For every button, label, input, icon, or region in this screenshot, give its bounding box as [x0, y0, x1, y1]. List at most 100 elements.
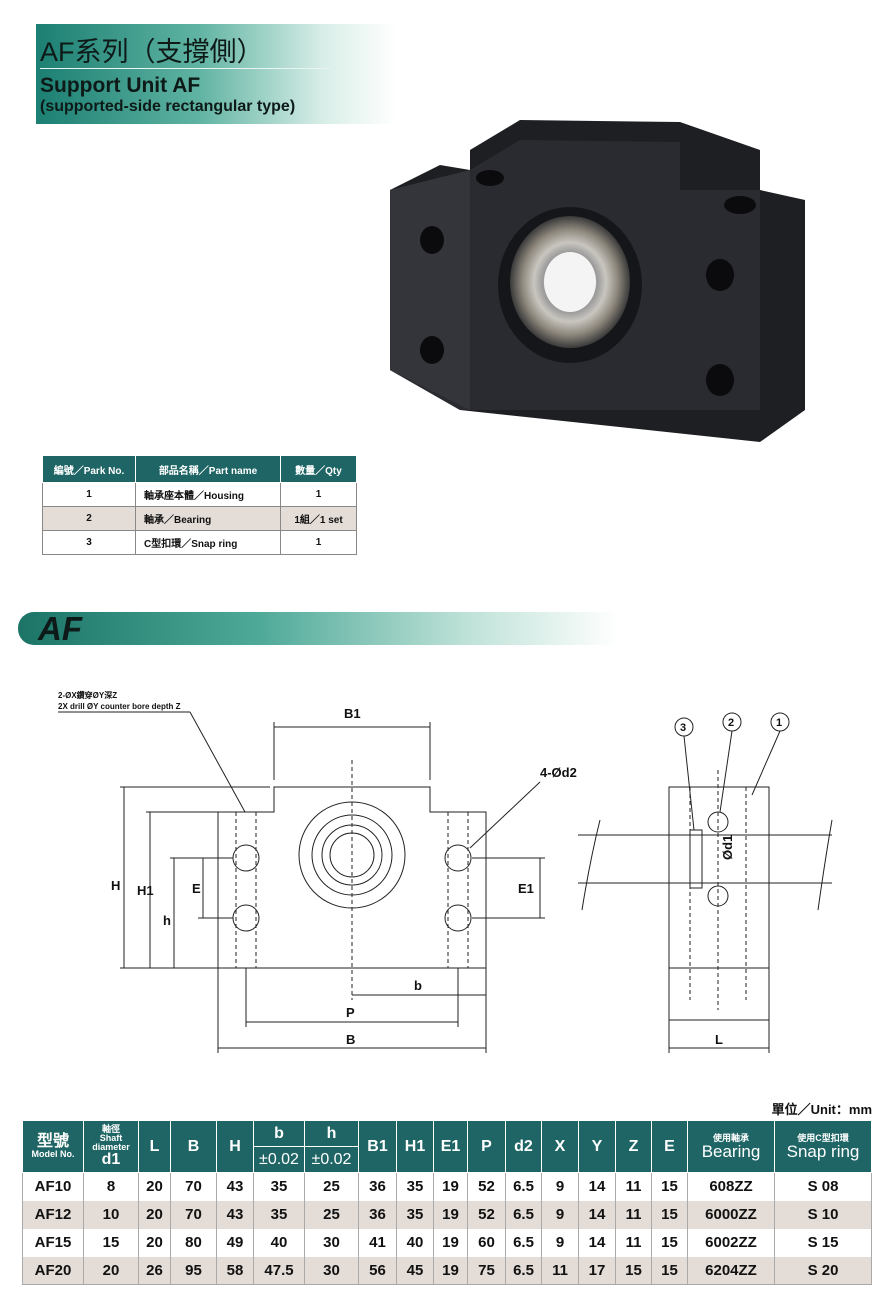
cell: 15 — [651, 1172, 688, 1201]
cell: 608ZZ — [687, 1172, 775, 1201]
cell: 25 — [304, 1172, 359, 1201]
col-d2: d2 — [505, 1120, 542, 1173]
cell: 9 — [541, 1172, 579, 1201]
dim-B: B — [346, 1032, 355, 1047]
col-H: H — [216, 1120, 254, 1173]
cell: 52 — [467, 1200, 506, 1229]
cell: 6.5 — [505, 1172, 542, 1201]
callout-3: 3 — [680, 722, 686, 734]
cell: 11 — [615, 1200, 652, 1229]
cell: 軸承座本體／Housing — [135, 482, 281, 507]
cell: 9 — [541, 1228, 579, 1257]
callout-2: 2 — [728, 717, 734, 729]
col-h: h — [304, 1120, 359, 1147]
col-part-no: 編號／Park No. — [42, 455, 136, 483]
cell: S 08 — [774, 1172, 872, 1201]
dim-E: E — [192, 881, 201, 896]
cell: 2 — [42, 506, 136, 531]
cell: 35 — [396, 1200, 434, 1229]
cell: 35 — [396, 1172, 434, 1201]
cell: 30 — [304, 1228, 359, 1257]
dim-h: h — [163, 913, 171, 928]
subtitle: (supported-side rectangular type) — [40, 98, 296, 115]
col-b: b — [253, 1120, 305, 1147]
cell: 70 — [170, 1200, 217, 1229]
cell: 58 — [216, 1256, 254, 1285]
cell: 45 — [396, 1256, 434, 1285]
cell: 15 — [651, 1200, 688, 1229]
cell: 56 — [358, 1256, 397, 1285]
cell: 35 — [253, 1200, 305, 1229]
col-part-name: 部品名稱／Part name — [135, 455, 281, 483]
page-header: AF系列（支撐側） Support Unit AF (supported-sid… — [36, 24, 396, 124]
cell: 20 — [83, 1256, 139, 1285]
cell: 43 — [216, 1172, 254, 1201]
col-E1: E1 — [433, 1120, 468, 1173]
cell: 80 — [170, 1228, 217, 1257]
cell: 6000ZZ — [687, 1200, 775, 1229]
cell: 19 — [433, 1200, 468, 1229]
d1: d1 — [101, 1151, 121, 1168]
cell: 11 — [615, 1228, 652, 1257]
cell: 10 — [83, 1200, 139, 1229]
cell: 14 — [578, 1200, 616, 1229]
col-E: E — [651, 1120, 688, 1173]
cell: 26 — [138, 1256, 171, 1285]
cell: 43 — [216, 1200, 254, 1229]
cell: 25 — [304, 1200, 359, 1229]
d1-en1: Shaft — [99, 1133, 123, 1143]
cell: 95 — [170, 1256, 217, 1285]
cell: S 20 — [774, 1256, 872, 1285]
note-zh: 2-ØX鑽穿ØY深Z — [58, 690, 117, 700]
cell: 軸承／Bearing — [135, 506, 281, 531]
dim-H: H — [111, 878, 120, 893]
d1-en2: diameter — [92, 1142, 130, 1152]
cell: 70 — [170, 1172, 217, 1201]
cell: 15 — [651, 1256, 688, 1285]
divider — [40, 68, 330, 69]
cell: 19 — [433, 1256, 468, 1285]
dim-H1: H1 — [137, 883, 154, 898]
col-qty: 數量／Qty — [280, 455, 357, 483]
col-Z: Z — [615, 1120, 652, 1173]
model-en: Model No. — [31, 1149, 75, 1159]
snap-en: Snap ring — [786, 1141, 860, 1161]
cell: 15 — [615, 1256, 652, 1285]
dim-b: b — [414, 978, 422, 993]
cell: 19 — [433, 1228, 468, 1257]
technical-drawing: 2-ØX鑽穿ØY深Z 2X drill ØY counter bore dept… — [58, 690, 833, 1053]
col-B1: B1 — [358, 1120, 397, 1173]
dim-d2: 4-Ød2 — [540, 765, 577, 780]
section-banner: AF — [18, 610, 618, 647]
col-b-tol: ±0.02 — [253, 1146, 305, 1173]
cell: 1 — [280, 530, 357, 555]
cell: 35 — [253, 1172, 305, 1201]
dim-d1: Ød1 — [720, 835, 735, 860]
cell: AF10 — [22, 1172, 84, 1201]
cell: 6002ZZ — [687, 1228, 775, 1257]
bearing-en: Bearing — [701, 1141, 761, 1161]
col-X: X — [541, 1120, 579, 1173]
cell: S 15 — [774, 1228, 872, 1257]
cell: 19 — [433, 1172, 468, 1201]
cell: 1 — [42, 482, 136, 507]
cell: 40 — [396, 1228, 434, 1257]
col-L: L — [138, 1120, 171, 1173]
cell: 1 — [280, 482, 357, 507]
cell: 41 — [358, 1228, 397, 1257]
cell: 6.5 — [505, 1256, 542, 1285]
cell: C型扣環／Snap ring — [135, 530, 281, 555]
cell: 14 — [578, 1228, 616, 1257]
cell: 30 — [304, 1256, 359, 1285]
dim-E1: E1 — [518, 881, 534, 896]
